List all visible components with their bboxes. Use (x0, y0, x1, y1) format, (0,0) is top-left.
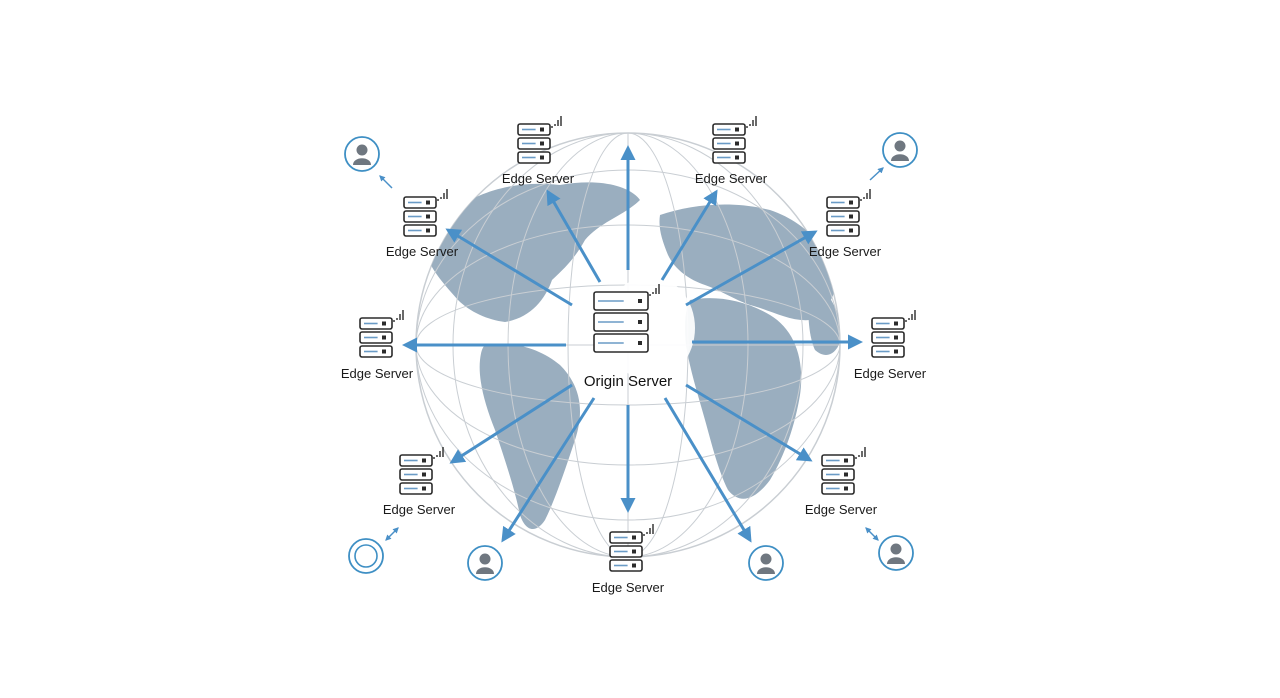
landmasses (425, 182, 840, 530)
edge-server-label: Edge Server (854, 366, 927, 381)
user-link-bottom-left (385, 527, 399, 541)
origin-server-icon (593, 284, 660, 353)
servers (359, 116, 916, 572)
user-icon (344, 136, 380, 172)
arrow-down-right (663, 397, 752, 543)
landmass-south-america (479, 343, 580, 530)
arrow-upper-left (445, 228, 573, 307)
landmass-greenland (560, 183, 632, 214)
landmass-africa (685, 298, 802, 499)
user-link-bottom-right (865, 527, 879, 541)
edge-server-top-left-icon (517, 116, 562, 164)
target-icon (348, 538, 384, 574)
arrow-top-left (546, 189, 602, 283)
edge-server-left-icon (359, 310, 404, 358)
user-links (379, 167, 884, 541)
edge-server-upper-right-icon (826, 189, 871, 237)
edge-server-label: Edge Server (592, 580, 665, 595)
landmass-north-america (425, 182, 640, 322)
edge-server-bottom-icon (609, 524, 654, 572)
edge-server-lower-right-icon (821, 447, 866, 495)
edge-server-label: Edge Server (809, 244, 882, 259)
edge-server-label: Edge Server (386, 244, 459, 259)
edge-server-top-right-icon (712, 116, 757, 164)
users (344, 132, 918, 581)
user-link-top-left (379, 175, 393, 189)
user-icon (878, 535, 914, 571)
user-link-top-right (869, 167, 884, 181)
edge-server-lower-left-icon (399, 447, 444, 495)
edge-server-label: Edge Server (695, 171, 768, 186)
edge-server-right-icon (871, 310, 916, 358)
user-icon (748, 545, 784, 581)
edge-server-label: Edge Server (383, 502, 456, 517)
distribution-arrows (402, 145, 863, 543)
landmass-east (808, 280, 840, 355)
edge-server-label: Edge Server (805, 502, 878, 517)
origin-server-label: Origin Server (584, 373, 672, 390)
arrow-top-right (660, 189, 718, 281)
arrow-down-left (501, 397, 596, 543)
user-icon (882, 132, 918, 168)
arrow-lower-right (685, 383, 813, 462)
arrow-lower-left (449, 383, 573, 464)
user-icon (467, 545, 503, 581)
edge-server-label: Edge Server (502, 171, 575, 186)
arrow-upper-right (685, 230, 818, 307)
edge-server-upper-left-icon (403, 189, 448, 237)
edge-server-label: Edge Server (341, 366, 414, 381)
